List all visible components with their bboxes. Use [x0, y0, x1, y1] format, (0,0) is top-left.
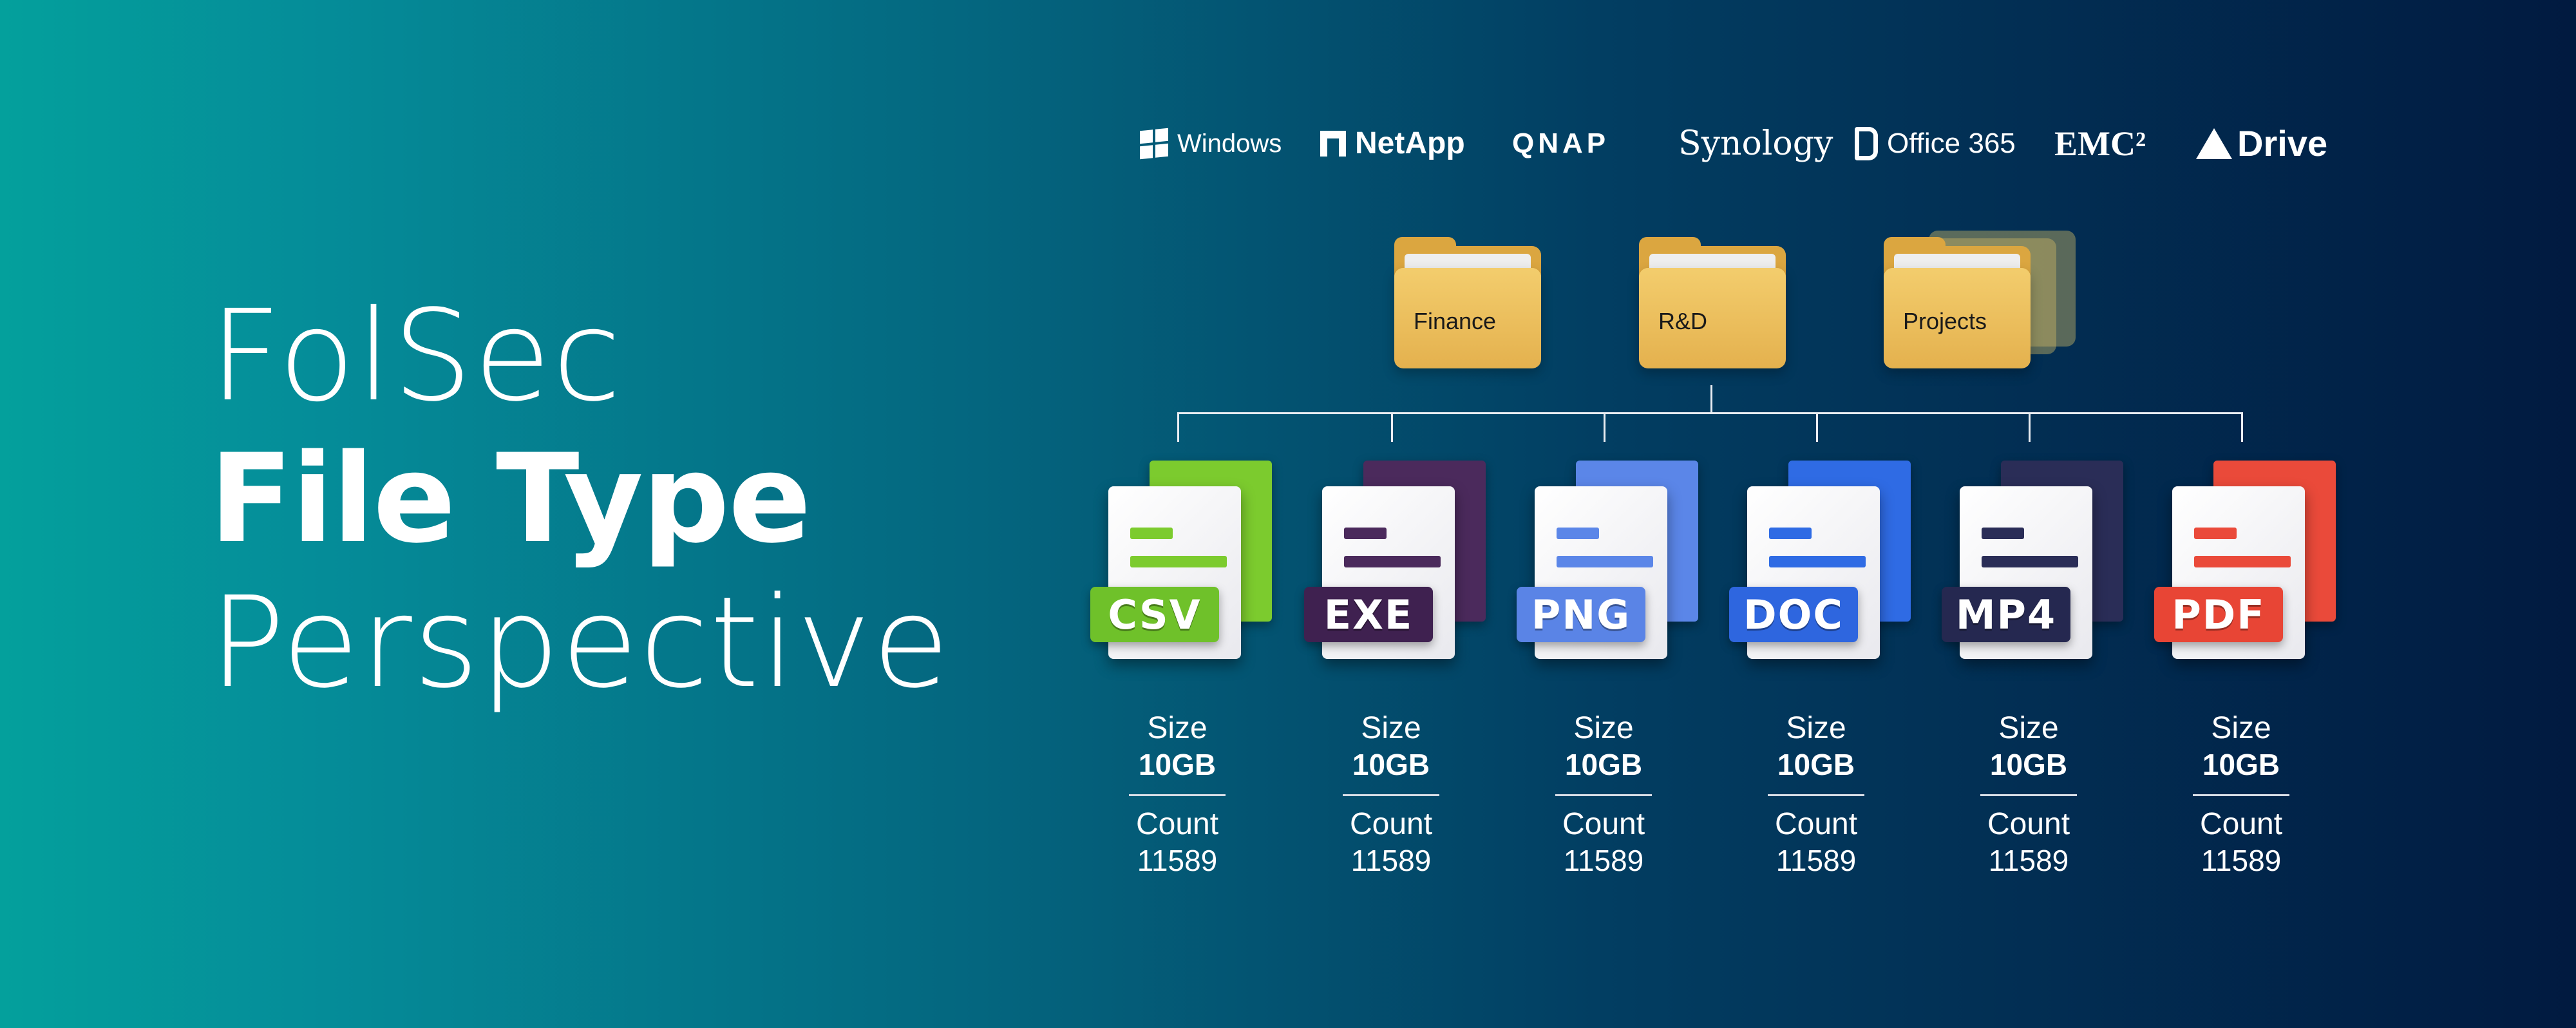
- tree-branch-line: [1391, 412, 1393, 442]
- file-extension-label: MP4: [1955, 591, 2057, 638]
- file-icon-doc: DOC: [1729, 461, 1922, 667]
- file-extension-label: CSV: [1108, 591, 1202, 638]
- file-icon-png: PNG: [1517, 461, 1710, 667]
- file-icon-mp4: MP4: [1942, 461, 2135, 667]
- file-icon-csv: CSV: [1090, 461, 1283, 667]
- count-value: 11589: [1350, 844, 1432, 877]
- file-extension-label: DOC: [1743, 591, 1844, 638]
- size-label: Size: [1998, 711, 2059, 745]
- folder-finance: Finance: [1394, 237, 1541, 368]
- office-logo-icon: [1855, 127, 1878, 160]
- title-line-2: File Type: [209, 428, 811, 570]
- logo-office365: Office 365: [1855, 121, 2016, 166]
- folder-projects: Projects: [1884, 237, 2031, 368]
- tree-branch-line: [2029, 412, 2031, 442]
- file-extension-label: EXE: [1323, 591, 1414, 638]
- size-label: Size: [1786, 711, 1846, 745]
- logo-synology: Synology: [1678, 124, 1833, 163]
- count-label: Count: [1774, 807, 1858, 841]
- stat-divider: [1768, 794, 1864, 796]
- count-label: Count: [1349, 807, 1433, 841]
- logo-qnap: QNAP: [1512, 128, 1610, 159]
- count-label: Count: [1987, 807, 2070, 841]
- title-block: FolSec File Type Perspective: [209, 293, 951, 705]
- title-line-1: FolSec: [209, 283, 623, 429]
- size-value: 10GB: [1138, 748, 1217, 781]
- stat-divider: [1980, 794, 2077, 796]
- size-label: Size: [1573, 711, 1634, 745]
- count-label: Count: [1562, 807, 1645, 841]
- stat-divider: [1129, 794, 1226, 796]
- folder-rd: R&D: [1639, 237, 1786, 368]
- count-label: Count: [2199, 807, 2283, 841]
- tree-trunk-line: [1710, 385, 1712, 414]
- stat-divider: [1555, 794, 1652, 796]
- tree-branch-line: [2241, 412, 2243, 442]
- file-icon-pdf: PDF: [2154, 461, 2347, 667]
- size-value: 10GB: [1989, 748, 2068, 781]
- size-value: 10GB: [1564, 748, 1643, 781]
- file-extension-label: PNG: [1531, 591, 1631, 638]
- stat-divider: [1343, 794, 1439, 796]
- tree-horizontal-line: [1177, 412, 2243, 414]
- windows-logo-icon: [1140, 128, 1168, 160]
- count-value: 11589: [1988, 844, 2069, 877]
- file-extension-label: PDF: [2172, 591, 2266, 638]
- logo-netapp: NetApp: [1320, 121, 1465, 166]
- size-label: Size: [1147, 711, 1208, 745]
- logo-drive: Drive: [2196, 121, 2327, 166]
- folder-label: Finance: [1414, 308, 1497, 334]
- tree-branch-line: [1177, 412, 1179, 442]
- tree-branch-line: [1816, 412, 1818, 442]
- logo-windows: Windows: [1140, 121, 1282, 166]
- folder-label: Projects: [1903, 308, 1987, 334]
- size-value: 10GB: [1352, 748, 1430, 781]
- count-value: 11589: [1137, 844, 1218, 877]
- count-value: 11589: [1563, 844, 1644, 877]
- size-label: Size: [2211, 711, 2271, 745]
- size-label: Size: [1361, 711, 1421, 745]
- count-value: 11589: [2201, 844, 2282, 877]
- folder-label: R&D: [1658, 308, 1708, 334]
- size-value: 10GB: [2202, 748, 2280, 781]
- tree-branch-line: [1604, 412, 1605, 442]
- count-label: Count: [1135, 807, 1219, 841]
- netapp-logo-icon: [1320, 131, 1346, 157]
- file-icon-exe: EXE: [1304, 461, 1497, 667]
- drive-logo-icon: [2196, 128, 2232, 159]
- stat-divider: [2193, 794, 2289, 796]
- logo-emc: EMC²: [2054, 124, 2146, 163]
- size-value: 10GB: [1777, 748, 1855, 781]
- count-value: 11589: [1776, 844, 1857, 877]
- title-line-3: Perspective: [209, 569, 951, 716]
